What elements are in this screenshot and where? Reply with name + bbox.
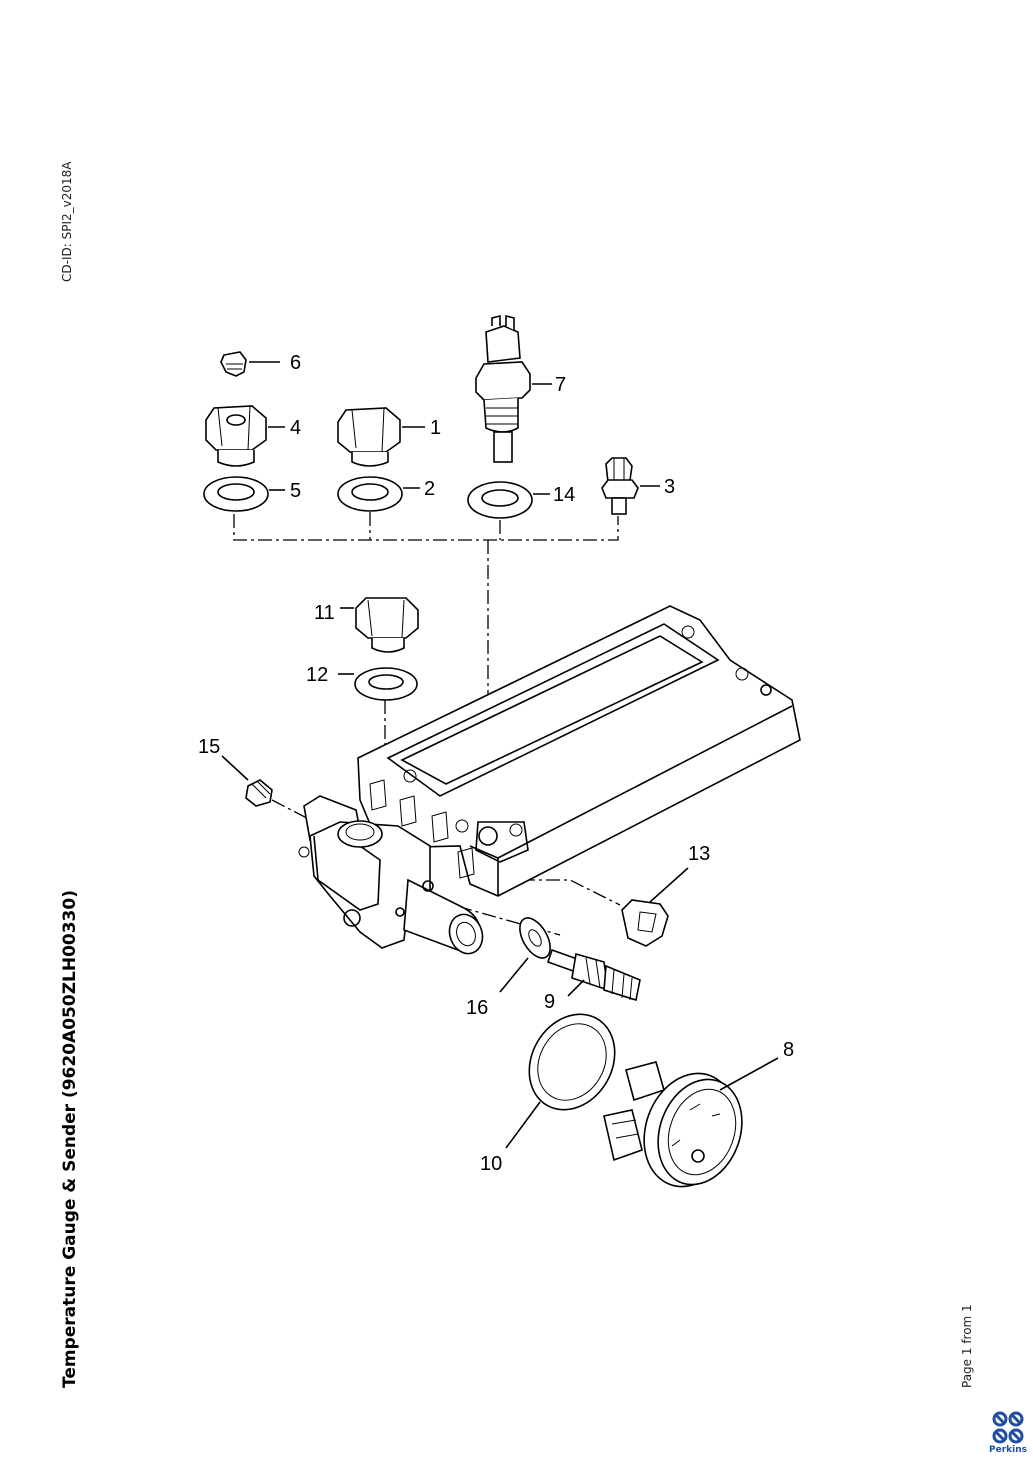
part-5-washer: 5 [203,476,301,512]
part-16-washer: 16 [466,917,551,1019]
part-8-temperature-gauge: 8 [603,1039,794,1188]
part-15-plug: 15 [198,736,273,807]
part-7-temperature-switch: 7 [475,314,566,463]
part-12-washer: 12 [306,664,418,701]
part-4-adaptor: 4 [205,405,301,467]
callout-8: 8 [783,1039,794,1061]
part-2-washer: 2 [337,476,435,512]
part-6-plug: 6 [220,351,301,377]
part-3-sender: 3 [601,457,675,515]
callout-1: 1 [430,417,441,439]
part-10-gasket: 10 [480,1013,616,1175]
part-13-plug: 13 [621,843,710,947]
callout-4: 4 [290,417,301,439]
thermostat-housing [298,795,484,955]
part-11-plug: 11 [314,597,419,653]
callout-16: 16 [466,997,488,1019]
perkins-logo-mark-icon [992,1411,1024,1444]
callout-10: 10 [480,1153,502,1175]
callout-5: 5 [290,480,301,502]
callout-12: 12 [306,664,328,686]
callout-11: 11 [314,602,335,624]
callout-7: 7 [555,374,566,396]
part-14-washer: 14 [467,481,575,519]
callout-2: 2 [424,478,435,500]
callout-14: 14 [553,484,575,506]
perkins-logo-text: Perkins [989,1445,1027,1455]
callout-3: 3 [664,476,675,498]
callout-9: 9 [544,991,555,1013]
part-1-plug: 1 [337,407,441,467]
perkins-logo: Perkins [986,1410,1030,1458]
part-9-sender-unit: 9 [544,948,641,1013]
callout-15: 15 [198,736,220,758]
callout-13: 13 [688,843,710,865]
callout-6: 6 [290,352,301,374]
